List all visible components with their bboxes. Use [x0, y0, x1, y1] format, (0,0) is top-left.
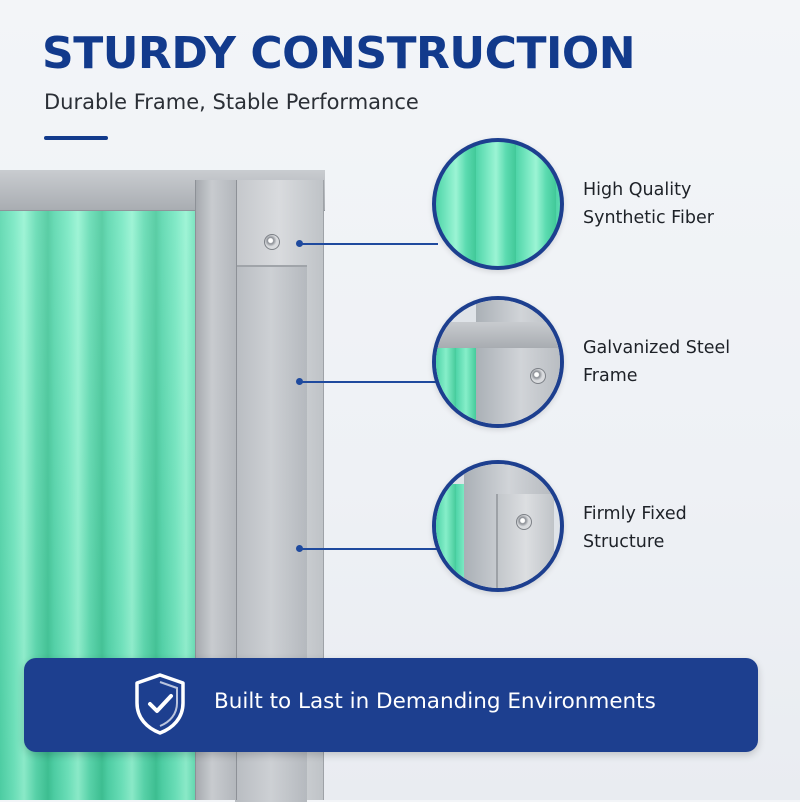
callout-dot-frame	[296, 378, 303, 385]
structure-closeup-image	[432, 460, 564, 592]
feature-fiber-line2: Synthetic Fiber	[583, 208, 714, 228]
banner-text: Built to Last in Demanding Environments	[214, 689, 656, 714]
feature-fiber-line1: High Quality	[583, 180, 692, 200]
feature-label-structure: Firmly Fixed Structure	[583, 500, 783, 556]
closeup-steel-rail	[436, 322, 560, 348]
callout-dot-fiber	[296, 240, 303, 247]
page-title: STURDY CONSTRUCTION	[42, 28, 636, 79]
closeup-screw	[530, 368, 546, 384]
feature-frame-line1: Galvanized Steel	[583, 338, 731, 358]
frame-bolt	[264, 234, 280, 250]
closeup-filter-edge	[436, 484, 466, 588]
callout-line-structure	[300, 548, 438, 550]
closeup-steel-post	[476, 300, 560, 424]
closeup-screw	[516, 514, 532, 530]
frame-closeup-image	[432, 296, 564, 428]
callout-line-frame	[300, 381, 438, 383]
callout-line-fiber	[300, 243, 438, 245]
feature-label-fiber: High Quality Synthetic Fiber	[583, 176, 783, 232]
page-subtitle: Durable Frame, Stable Performance	[44, 90, 419, 114]
closeup-filter-edge	[436, 348, 478, 424]
title-accent-divider	[44, 136, 108, 140]
callout-dot-structure	[296, 545, 303, 552]
durability-banner: Built to Last in Demanding Environments	[24, 658, 758, 752]
shield-check-icon	[135, 673, 185, 735]
feature-structure-line1: Firmly Fixed	[583, 504, 687, 524]
feature-label-frame: Galvanized Steel Frame	[583, 334, 783, 390]
feature-structure-line2: Structure	[583, 532, 665, 552]
feature-frame-line2: Frame	[583, 366, 638, 386]
closeup-side-panel	[496, 494, 554, 588]
fiber-closeup-image	[432, 138, 564, 270]
